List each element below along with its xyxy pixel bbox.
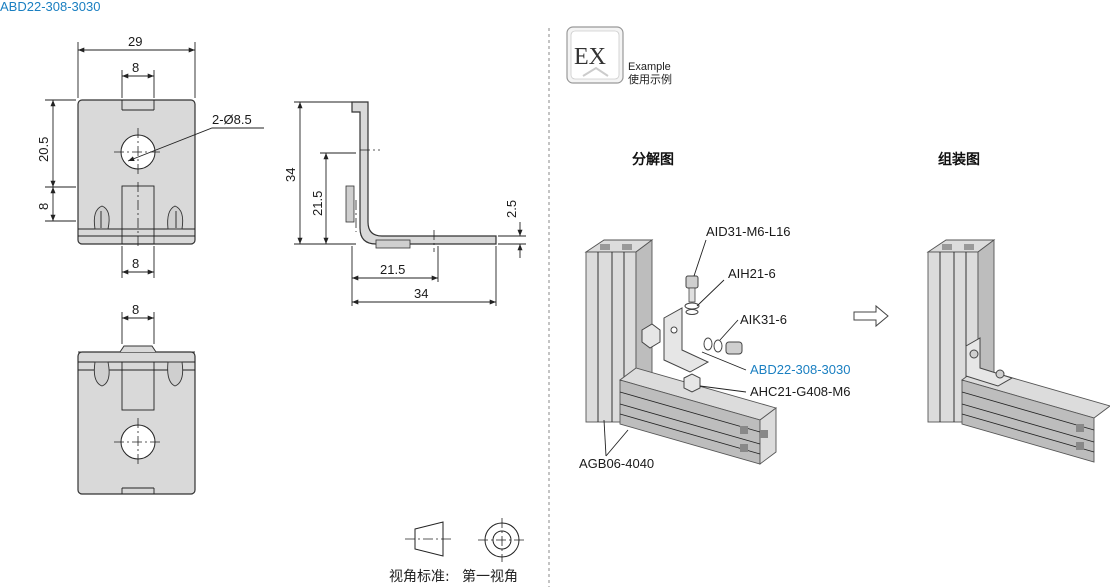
front-view: 2-Ø8.5 29 8 20.5 8 8 [36, 34, 264, 278]
example-badge: EX Example 使用示例 [566, 26, 672, 86]
dim-hole-label: 2-Ø8.5 [212, 112, 252, 127]
example-badge-big: EX [574, 44, 606, 70]
side-view: 34 21.5 2.5 21.5 34 [283, 101, 526, 306]
example-badge-en: Example [628, 61, 671, 73]
callout-aih21: AIH21-6 [728, 266, 776, 281]
callout-aik31: AIK31-6 [740, 312, 787, 327]
dim-height-upper-label: 20.5 [36, 137, 51, 162]
side-view-bracket [351, 101, 497, 245]
dim-side-height-inner-label: 21.5 [310, 191, 325, 216]
assembled-bracket [965, 337, 1014, 387]
exploded-view: AID31-M6-L16 AIH21-6 AIK31-6 ABD22-308-3… [579, 224, 850, 471]
dim-slot-bottom-label: 8 [132, 256, 139, 271]
exploded-bracket [663, 307, 710, 373]
part-number-title: ABD22-308-3030 [0, 0, 100, 14]
dim-side-height-label: 34 [283, 168, 298, 182]
projection-symbol: 视角标准: 第一视角 [389, 518, 526, 585]
exploded-title: 分解图 [632, 151, 674, 168]
projection-label-prefix: 视角标准: [389, 569, 450, 585]
assembled-title: 组装图 [938, 151, 980, 168]
dim-height-lower-label: 8 [36, 203, 51, 210]
callout-ahc21: AHC21-G408-M6 [750, 384, 850, 399]
dim-side-width-label: 34 [414, 286, 428, 301]
bottom-view: 8 [77, 302, 196, 495]
example-badge-cn: 使用示例 [628, 72, 672, 86]
dim-side-width-inner-label: 21.5 [380, 262, 405, 277]
projection-label-method: 第一视角 [462, 568, 518, 585]
dim-width-label: 29 [128, 34, 142, 49]
dim-thickness-label: 2.5 [504, 200, 519, 218]
callout-abd22: ABD22-308-3030 [750, 362, 850, 377]
callout-agb06: AGB06-4040 [579, 456, 654, 471]
assembled-horizontal-extrusion [961, 379, 1095, 463]
dim-bottom-slot-label: 8 [132, 302, 139, 317]
assembled-view [926, 239, 1110, 463]
assembly-arrow-icon [853, 304, 889, 328]
dim-slot-top-label: 8 [132, 60, 139, 75]
callout-aid31: AID31-M6-L16 [706, 224, 791, 239]
